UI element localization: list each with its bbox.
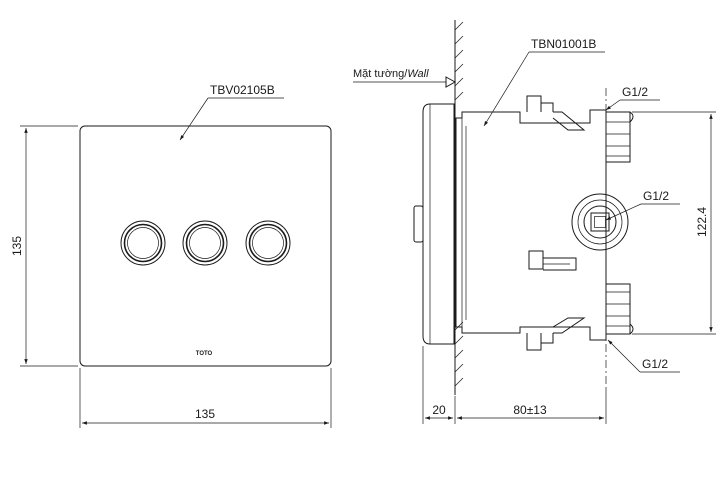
top-thread-label: G1/2 xyxy=(622,85,648,99)
front-width-value: 135 xyxy=(195,407,215,421)
side-bracket xyxy=(528,250,577,271)
wall-label: Mặt tường/Wall xyxy=(353,68,429,80)
center-port xyxy=(571,193,629,251)
center-thread-label: G1/2 xyxy=(643,189,669,203)
side-view: Mặt tường/Wall xyxy=(353,20,716,424)
bottom-thread-label: G1/2 xyxy=(642,357,668,371)
front-height-dimension: 135 xyxy=(10,125,78,367)
faceplate-side-profile xyxy=(422,103,455,345)
control-button-left xyxy=(120,220,166,266)
front-view: TOTO TBV02105B 135 135 xyxy=(10,83,332,428)
control-button-center xyxy=(182,220,228,266)
faceplate-outline xyxy=(79,125,332,367)
wall-label-vi: Mặt tường/ xyxy=(353,68,408,80)
front-width-dimension: 135 xyxy=(79,368,332,428)
front-part-label: TBV02105B xyxy=(210,83,275,97)
top-bracket xyxy=(526,95,586,131)
valve-body xyxy=(455,109,607,341)
wall-offset-value: 20 xyxy=(432,403,446,417)
top-thread-port xyxy=(605,111,634,163)
depth-dimensions: 20 80±13 xyxy=(422,346,607,424)
body-depth-value: 80±13 xyxy=(513,403,547,417)
bottom-bracket xyxy=(526,317,586,351)
control-button-right xyxy=(245,220,291,266)
front-height-value: 135 xyxy=(10,236,24,256)
faceplate-edge-bump xyxy=(413,205,424,243)
side-part-label: TBN01001B xyxy=(531,37,596,51)
brand-logo: TOTO xyxy=(196,351,213,357)
wall-label-en: Wall xyxy=(407,68,429,80)
port-spacing-dimension: 122.4 xyxy=(632,111,716,335)
wall-arrow-icon xyxy=(445,76,457,88)
bottom-thread-port xyxy=(605,283,634,335)
port-spacing-value: 122.4 xyxy=(695,207,709,237)
